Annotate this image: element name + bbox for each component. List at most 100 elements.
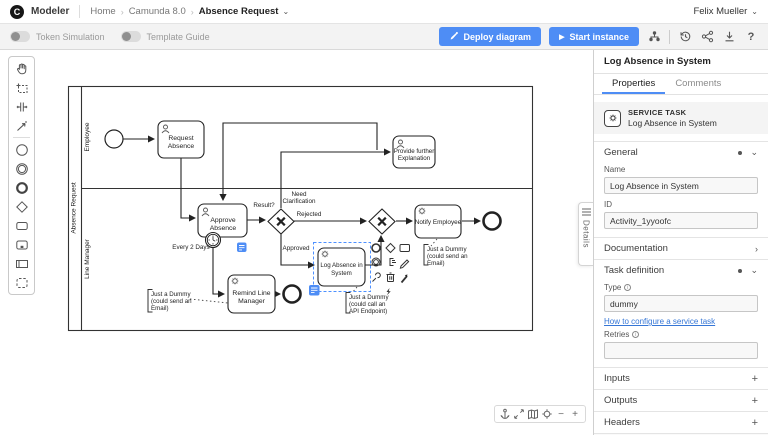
- gateway[interactable]: [9, 197, 34, 216]
- help-icon[interactable]: ?: [747, 30, 755, 43]
- svg-text:(could call an: (could call an: [349, 301, 386, 308]
- chevron-down-icon: ⌄: [750, 147, 758, 157]
- svg-text:(could send an: (could send an: [427, 253, 468, 260]
- breadcrumb-home[interactable]: Home: [90, 6, 116, 17]
- start-event[interactable]: [9, 140, 34, 159]
- lasso-tool[interactable]: [9, 78, 34, 97]
- template-guide-toggle[interactable]: Template Guide: [120, 31, 210, 42]
- anchor-icon[interactable]: [498, 406, 512, 422]
- svg-text:Log Absence in: Log Absence in: [320, 262, 363, 269]
- element-header: SERVICE TASK Log Absence in System: [594, 102, 768, 134]
- tab-comments[interactable]: Comments: [675, 78, 722, 89]
- reset-view-icon[interactable]: [540, 406, 554, 422]
- svg-text:Just a Dummy: Just a Dummy: [151, 291, 191, 298]
- comment-badge[interactable]: [309, 285, 320, 296]
- service-task-docs-link[interactable]: How to configure a service task: [604, 317, 716, 326]
- divider: [669, 29, 670, 44]
- user-menu[interactable]: Felix Mueller: [693, 6, 748, 17]
- type-input[interactable]: [604, 295, 758, 312]
- element-type: SERVICE TASK: [628, 108, 687, 117]
- task-request-absence[interactable]: Request Absence: [157, 120, 205, 159]
- chevron-down-icon[interactable]: ⌄: [751, 7, 758, 16]
- end-event-reminder[interactable]: [282, 284, 302, 304]
- history-icon[interactable]: [678, 30, 692, 44]
- add-input-button[interactable]: +: [751, 372, 758, 385]
- global-connect-tool[interactable]: [9, 116, 34, 135]
- sitemap-icon[interactable]: [647, 30, 661, 44]
- share-icon[interactable]: [700, 30, 714, 44]
- user-icon: [201, 207, 210, 217]
- edited-dot-icon: [738, 150, 743, 155]
- comment-badge[interactable]: [237, 242, 247, 253]
- gateway-merge[interactable]: [368, 208, 396, 235]
- space-tool[interactable]: [9, 97, 34, 116]
- flow-log-to-gateway2: [365, 234, 385, 266]
- bpmn-diagram[interactable]: Absence Request Employee Line Manager: [0, 50, 593, 435]
- text-annotations[interactable]: Just a Dummy (could send an Email) Just …: [147, 244, 468, 316]
- svg-text:Just a Dummy: Just a Dummy: [427, 246, 467, 253]
- svg-text:System: System: [331, 270, 352, 277]
- start-event[interactable]: [104, 129, 124, 149]
- breadcrumb-project[interactable]: Camunda 8.0: [128, 6, 186, 17]
- chevron-right-icon: ›: [755, 243, 758, 254]
- subprocess[interactable]: [9, 235, 34, 254]
- edit-icon: [399, 259, 410, 269]
- gear-icon: [321, 250, 329, 258]
- timer-boundary-event[interactable]: [204, 231, 222, 249]
- end-event[interactable]: [9, 178, 34, 197]
- task[interactable]: [9, 216, 34, 235]
- intermediate-event[interactable]: [9, 159, 34, 178]
- flow-timer-to-remind: [212, 248, 226, 298]
- svg-text:Provide further: Provide further: [394, 148, 435, 155]
- x-marker: [377, 216, 387, 227]
- token-simulation-toggle[interactable]: Token Simulation: [10, 31, 105, 42]
- add-header-button[interactable]: +: [751, 416, 758, 429]
- svg-text:Email): Email): [151, 305, 169, 312]
- selection-outline: [313, 242, 371, 292]
- section-general[interactable]: General ⌄: [594, 141, 768, 163]
- chevron-down-icon[interactable]: ⌄: [282, 7, 290, 16]
- section-outputs[interactable]: Outputs +: [594, 389, 768, 411]
- zoom-out-icon[interactable]: −: [558, 408, 564, 420]
- task-notify-employee[interactable]: Notify Employee: [414, 204, 462, 239]
- download-icon[interactable]: [722, 30, 736, 44]
- section-headers[interactable]: Headers +: [594, 411, 768, 433]
- element-name: Log Absence in System: [628, 118, 717, 128]
- context-pad[interactable]: [371, 242, 410, 296]
- breadcrumb-file[interactable]: Absence Request: [198, 6, 279, 17]
- group[interactable]: [9, 273, 34, 292]
- sequence-flows[interactable]: [123, 122, 482, 298]
- hand-tool[interactable]: [9, 59, 34, 78]
- end-event-main[interactable]: [482, 211, 502, 231]
- section-documentation[interactable]: Documentation ›: [594, 237, 768, 259]
- section-inputs[interactable]: Inputs +: [594, 367, 768, 389]
- retries-input[interactable]: [604, 342, 758, 359]
- start-instance-button[interactable]: ▶ Start instance: [549, 27, 639, 46]
- annotation-notify: Just a Dummy (could send an Email): [423, 244, 468, 267]
- name-input[interactable]: [604, 177, 758, 194]
- add-output-button[interactable]: +: [751, 394, 758, 407]
- diagram-canvas[interactable]: Absence Request Employee Line Manager: [0, 50, 593, 435]
- name-label: Name: [604, 165, 626, 174]
- tab-properties[interactable]: Properties: [602, 74, 666, 94]
- details-side-tab[interactable]: Details: [578, 202, 593, 266]
- id-input[interactable]: [604, 212, 758, 229]
- fit-view-icon[interactable]: [512, 406, 526, 422]
- annotation-links: [189, 238, 438, 304]
- minimap-icon[interactable]: [526, 406, 540, 422]
- zoom-in-icon[interactable]: +: [572, 408, 578, 420]
- svg-text:Remind Line: Remind Line: [232, 290, 270, 297]
- deploy-diagram-button[interactable]: Deploy diagram: [438, 27, 542, 46]
- participant[interactable]: [9, 254, 34, 273]
- task-log-absence[interactable]: Log Absence in System: [317, 247, 366, 287]
- task-provide-explanation[interactable]: Provide further Explanation: [392, 135, 436, 169]
- gateway-result[interactable]: [267, 208, 295, 235]
- task-remind-line-manager[interactable]: Remind Line Manager: [227, 274, 276, 314]
- svg-text:Just a Dummy: Just a Dummy: [349, 294, 389, 301]
- task-approve-absence[interactable]: Approve Absence: [197, 203, 248, 238]
- app-name: Modeler: [31, 6, 70, 17]
- section-task-definition[interactable]: Task definition ⌄: [594, 259, 768, 281]
- panel-title: Log Absence in System: [594, 50, 768, 74]
